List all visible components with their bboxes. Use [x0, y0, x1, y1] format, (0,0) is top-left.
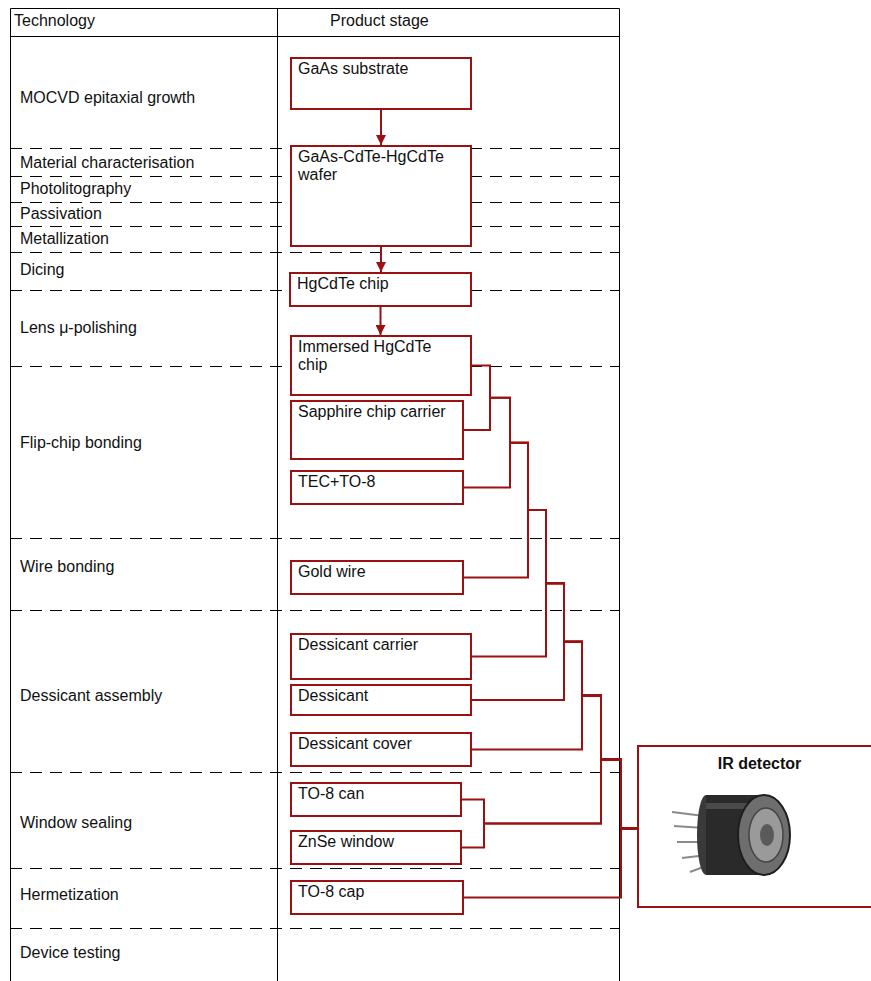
znse-window — [749, 808, 783, 862]
stage-label: Gold wire — [298, 563, 456, 581]
pin — [674, 826, 704, 828]
technology-step: Hermetization — [20, 886, 119, 904]
stage-label: Dessicant carrier — [298, 636, 464, 654]
technology-step: Metallization — [20, 230, 109, 248]
stage-label: HgCdTe chip — [297, 275, 464, 293]
stage-label: Sapphire chip carrier — [298, 403, 456, 421]
assembly-connector — [464, 398, 637, 829]
stage-label: TO-8 can — [298, 785, 454, 803]
flow-arrow — [380, 110, 382, 145]
stage-box: Dessicant — [290, 684, 472, 716]
can-ring — [706, 803, 764, 809]
technology-step: Dessicant assembly — [20, 687, 162, 705]
row-dividers — [10, 149, 619, 929]
assembly-connector — [464, 829, 637, 898]
row-divider — [10, 772, 619, 773]
row-divider — [10, 610, 619, 611]
to8-detector-illustration — [672, 795, 790, 875]
stage-box: TO-8 cap — [290, 880, 464, 915]
product-title: IR detector — [645, 755, 871, 773]
detector-element — [760, 824, 774, 846]
assembly-connector — [462, 760, 637, 848]
flow-arrow — [380, 307, 382, 335]
stage-box: TO-8 can — [290, 782, 462, 817]
technology-step: Photolitography — [20, 180, 131, 198]
column-divider — [277, 9, 278, 981]
stage-label: Immersed HgCdTe chip — [298, 338, 464, 374]
table-grid — [11, 9, 620, 981]
pin — [672, 812, 704, 816]
stage-box: Sapphire chip carrier — [290, 400, 464, 460]
technology-step: Wire bonding — [20, 558, 114, 576]
stage-box: Gold wire — [290, 560, 464, 595]
flow-arrow — [380, 247, 382, 272]
column-header: Product stage — [330, 12, 429, 30]
stage-label: ZnSe window — [298, 833, 454, 851]
column-header: Technology — [14, 12, 95, 30]
stage-label: TO-8 cap — [298, 883, 456, 901]
assembly-connector — [472, 696, 637, 829]
table-border — [11, 8, 620, 9]
table-border — [619, 9, 620, 981]
stage-box: GaAs substrate — [290, 57, 472, 110]
technology-step: Dicing — [20, 261, 64, 279]
row-divider — [10, 538, 619, 539]
technology-step: Window sealing — [20, 814, 132, 832]
assembly-connector — [472, 642, 637, 829]
row-divider — [10, 928, 619, 929]
row-divider — [10, 868, 619, 869]
assembly-connector — [472, 583, 637, 828]
assembly-connector — [464, 443, 637, 829]
stage-label: GaAs substrate — [298, 60, 464, 78]
stage-box: Dessicant cover — [290, 732, 472, 767]
stage-box: TEC+TO-8 — [290, 470, 464, 505]
stage-box: HgCdTe chip — [289, 272, 472, 307]
stage-label: Dessicant — [298, 687, 464, 705]
can-front — [738, 795, 790, 875]
stage-box: ZnSe window — [290, 830, 462, 865]
pin — [682, 855, 707, 858]
can-back — [697, 795, 715, 875]
technology-step: Lens μ-polishing — [20, 319, 137, 337]
header-rule — [11, 36, 620, 37]
product-box: IR detector — [637, 745, 871, 908]
technology-step: Material characterisation — [20, 154, 194, 172]
stage-label: Dessicant cover — [298, 735, 464, 753]
technology-step: Flip-chip bonding — [20, 434, 142, 452]
stage-label: TEC+TO-8 — [298, 473, 456, 491]
row-divider — [10, 252, 619, 253]
assembly-connector — [464, 510, 637, 828]
table-border — [10, 9, 11, 981]
can-body — [706, 795, 764, 875]
assembly-connector — [462, 760, 637, 829]
pin — [690, 864, 711, 872]
stage-label: GaAs-CdTe-HgCdTe wafer — [298, 148, 464, 184]
technology-step: MOCVD epitaxial growth — [20, 89, 195, 107]
stage-box: GaAs-CdTe-HgCdTe wafer — [290, 145, 472, 247]
detector-pins — [672, 812, 711, 872]
stage-box: Dessicant carrier — [290, 633, 472, 680]
technology-step: Device testing — [20, 944, 121, 962]
stage-box: Immersed HgCdTe chip — [290, 335, 472, 396]
assembly-connector — [472, 366, 637, 829]
technology-step: Passivation — [20, 205, 102, 223]
pin — [677, 841, 705, 843]
